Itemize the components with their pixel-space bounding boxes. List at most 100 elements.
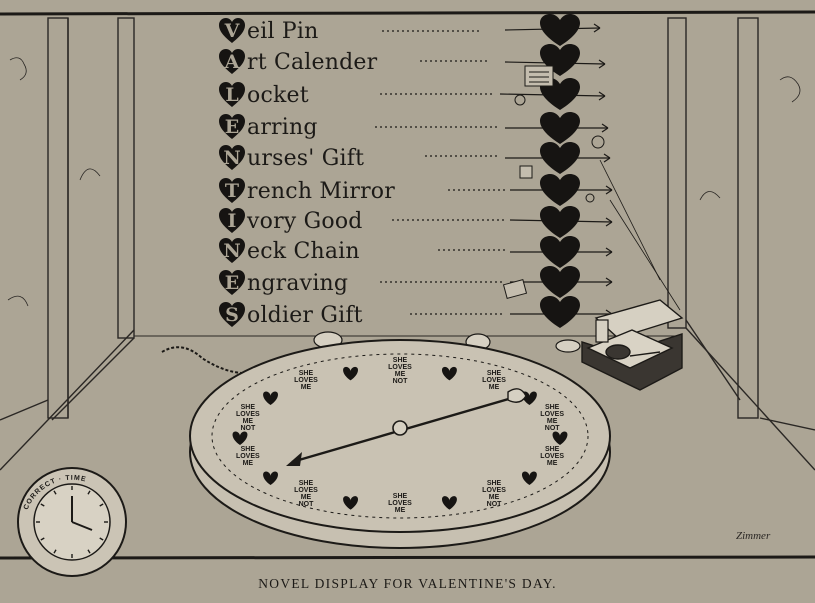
artist-signature: Zimmer [736,530,771,542]
wheel-phrase-word: LOVES [236,453,260,460]
acrostic-word: rench Mirror [247,178,395,204]
wheel-phrase-word: ME [395,371,406,378]
wheel-phrase-word: SHE [545,446,560,453]
figure-caption: NOVEL DISPLAY FOR VALENTINE'S DAY. [258,576,557,591]
wheel-phrase-word: SHE [487,370,502,377]
acrostic-word: oldier Gift [247,302,363,328]
wheel-phrase-word: SHE [487,480,502,487]
heart-icon [540,206,580,238]
wheel-heart-icon [552,431,568,445]
fortune-wheel: SHELOVESMESHELOVESMENOTSHELOVESMESHELOVE… [189,339,611,549]
acrostic-initial: A [224,51,240,73]
wheel-phrase-word: LOVES [236,411,260,418]
acrostic-word: ngraving [247,270,349,296]
heart-icon [540,142,580,174]
heart-initial-icon: N [218,237,246,265]
jewelry-box-icon [581,299,684,391]
clock-icon: CORRECT · TIME [17,467,127,577]
wheel-phrase-word: LOVES [540,453,564,460]
heart-initial-icon: S [218,301,246,329]
acrostic-initial: E [224,116,240,138]
wheel-phrase-word: SHE [393,357,408,364]
wheel-phrase-word: LOVES [540,411,564,418]
wheel-phrase-word: SHE [241,446,256,453]
dotted-leaders [375,30,505,315]
acrostic-initial: N [223,147,241,169]
heart-icon [540,112,580,144]
wheel-phrase-word: NOT [545,425,561,432]
wheel-phrase-word: ME [243,418,254,425]
wheel-heart-icon [263,471,279,485]
wheel-phrase-word: LOVES [482,487,506,494]
wheel-phrase-word: SHE [299,480,314,487]
acrostic-word: eck Chain [247,238,360,264]
acrostic-word: eil Pin [247,18,319,44]
wheel-phrase-word: ME [547,460,558,467]
acrostic-initial: E [224,272,240,294]
heart-initial-icon: T [218,177,246,205]
acrostic-word: vory Good [247,208,363,234]
acrostic-initial: I [227,210,237,232]
heart-initial-icon: E [218,113,246,141]
acrostic-word: arring [247,114,318,140]
heart-initial-icon: E [218,269,246,297]
acrostic-word: urses' Gift [247,145,365,171]
wheel-phrase-word: LOVES [294,487,318,494]
hanging-items [502,65,605,299]
wheel-heart-icon [263,391,279,406]
heart-initial-icon: N [218,144,246,172]
wheel-pointer-icon [286,388,527,466]
wheel-phrase-word: ME [243,460,254,467]
wheel-phrase-word: SHE [299,370,314,377]
heart-initial-icon: L [218,81,246,109]
wheel-heart-icon [343,366,359,381]
wheel-phrase-word: LOVES [482,377,506,384]
wheel-phrase-word: ME [395,507,406,514]
wheel-phrase-word: ME [301,384,312,391]
wheel-phrase-word: ME [547,418,558,425]
wheel-phrase-word: LOVES [388,500,412,507]
wheel-heart-icon [441,496,457,510]
heart-icon [540,14,580,46]
acrostic-initial: N [223,240,241,262]
bottom-border-line [0,555,815,560]
acrostic-initial: L [225,84,239,106]
wheel-heart-icon [441,366,457,381]
acrostic-initial: V [224,20,240,42]
wheel-phrase-word: LOVES [294,377,318,384]
acrostic-word: rt Calender [247,49,378,75]
left-window-frame [0,17,135,471]
wheel-phrase-word: SHE [545,404,560,411]
heart-icon [540,174,580,206]
wheel-phrase-word: ME [489,494,500,501]
heart-icon [540,266,580,298]
wheel-heart-icon [521,471,537,485]
heart-column [540,14,580,328]
wheel-phrase-word: ME [489,384,500,391]
heart-initial-icon: V [218,17,246,45]
wheel-phrase-word: NOT [240,425,256,432]
acrostic-word: ocket [247,82,309,108]
right-window-frame [667,17,815,471]
wheel-heart-icon [232,431,248,445]
wheel-phrase-word: NOT [487,501,503,508]
wheel-phrase-word: SHE [393,493,408,500]
heart-initial-icon: A [218,48,246,76]
top-border-line [0,10,815,16]
wheel-phrase-word: LOVES [388,364,412,371]
wheel-phrase-word: ME [301,494,312,501]
heart-initial-icon: I [218,207,246,235]
heart-icon [540,236,580,268]
wheel-phrase-word: NOT [299,501,315,508]
